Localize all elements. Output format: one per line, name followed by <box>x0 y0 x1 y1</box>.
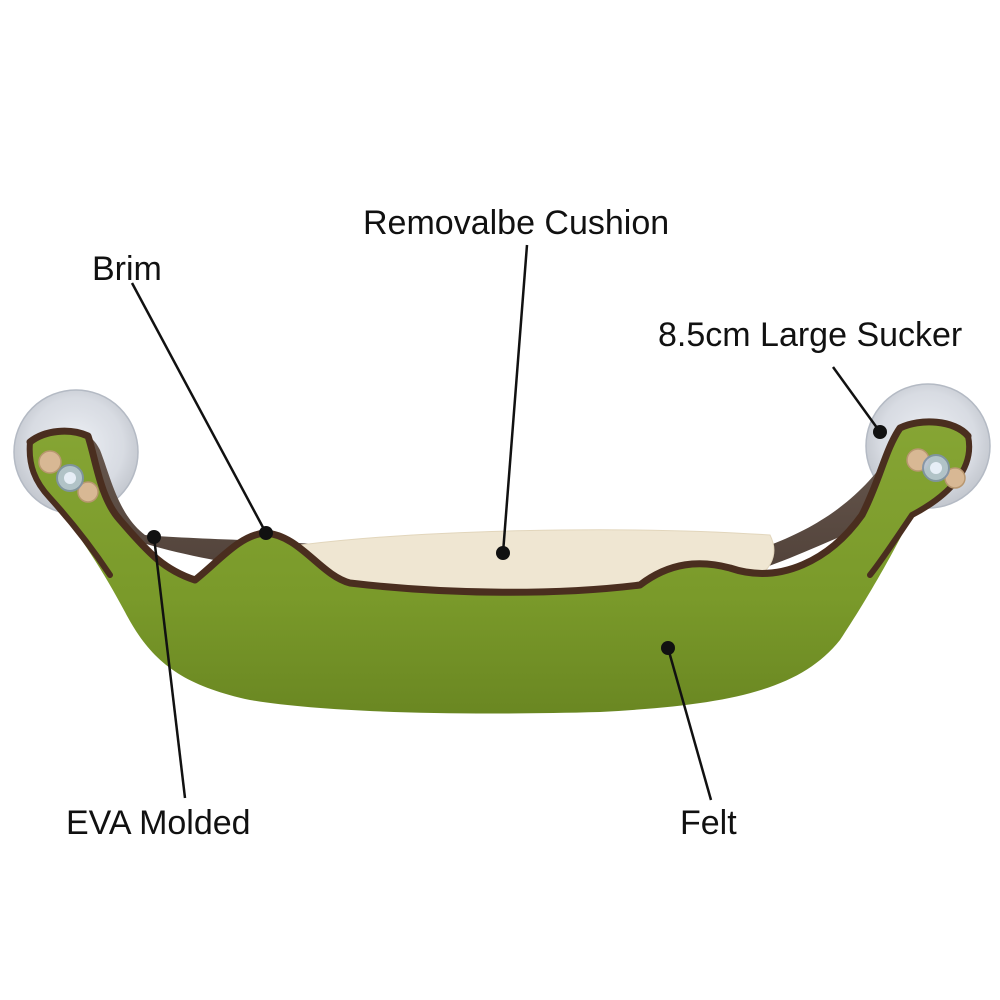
label-large-sucker: 8.5cm Large Sucker <box>658 316 963 354</box>
right-peg-set <box>906 448 966 489</box>
label-brim: Brim <box>92 250 162 288</box>
brim-left-side <box>26 439 113 578</box>
callout-dot-cushion <box>496 546 510 560</box>
leader-line-felt <box>666 647 713 801</box>
leader-line-eva <box>152 536 187 799</box>
callout-dot-sucker <box>873 425 887 439</box>
callout-dot-felt <box>661 641 675 655</box>
label-removable-cushion: Removalbe Cushion <box>363 204 670 242</box>
leader-line-sucker <box>831 366 882 433</box>
label-eva-molded: EVA Molded <box>66 804 251 842</box>
brim-right-side <box>867 433 973 578</box>
left-peg-set <box>38 450 99 503</box>
callout-dot-eva <box>147 530 161 544</box>
brim-edge <box>26 418 972 596</box>
felt-body <box>28 421 970 714</box>
leader-line-brim <box>130 282 268 534</box>
callout-dot-brim <box>259 526 273 540</box>
label-felt: Felt <box>680 804 737 842</box>
leader-line-cushion <box>501 244 529 554</box>
